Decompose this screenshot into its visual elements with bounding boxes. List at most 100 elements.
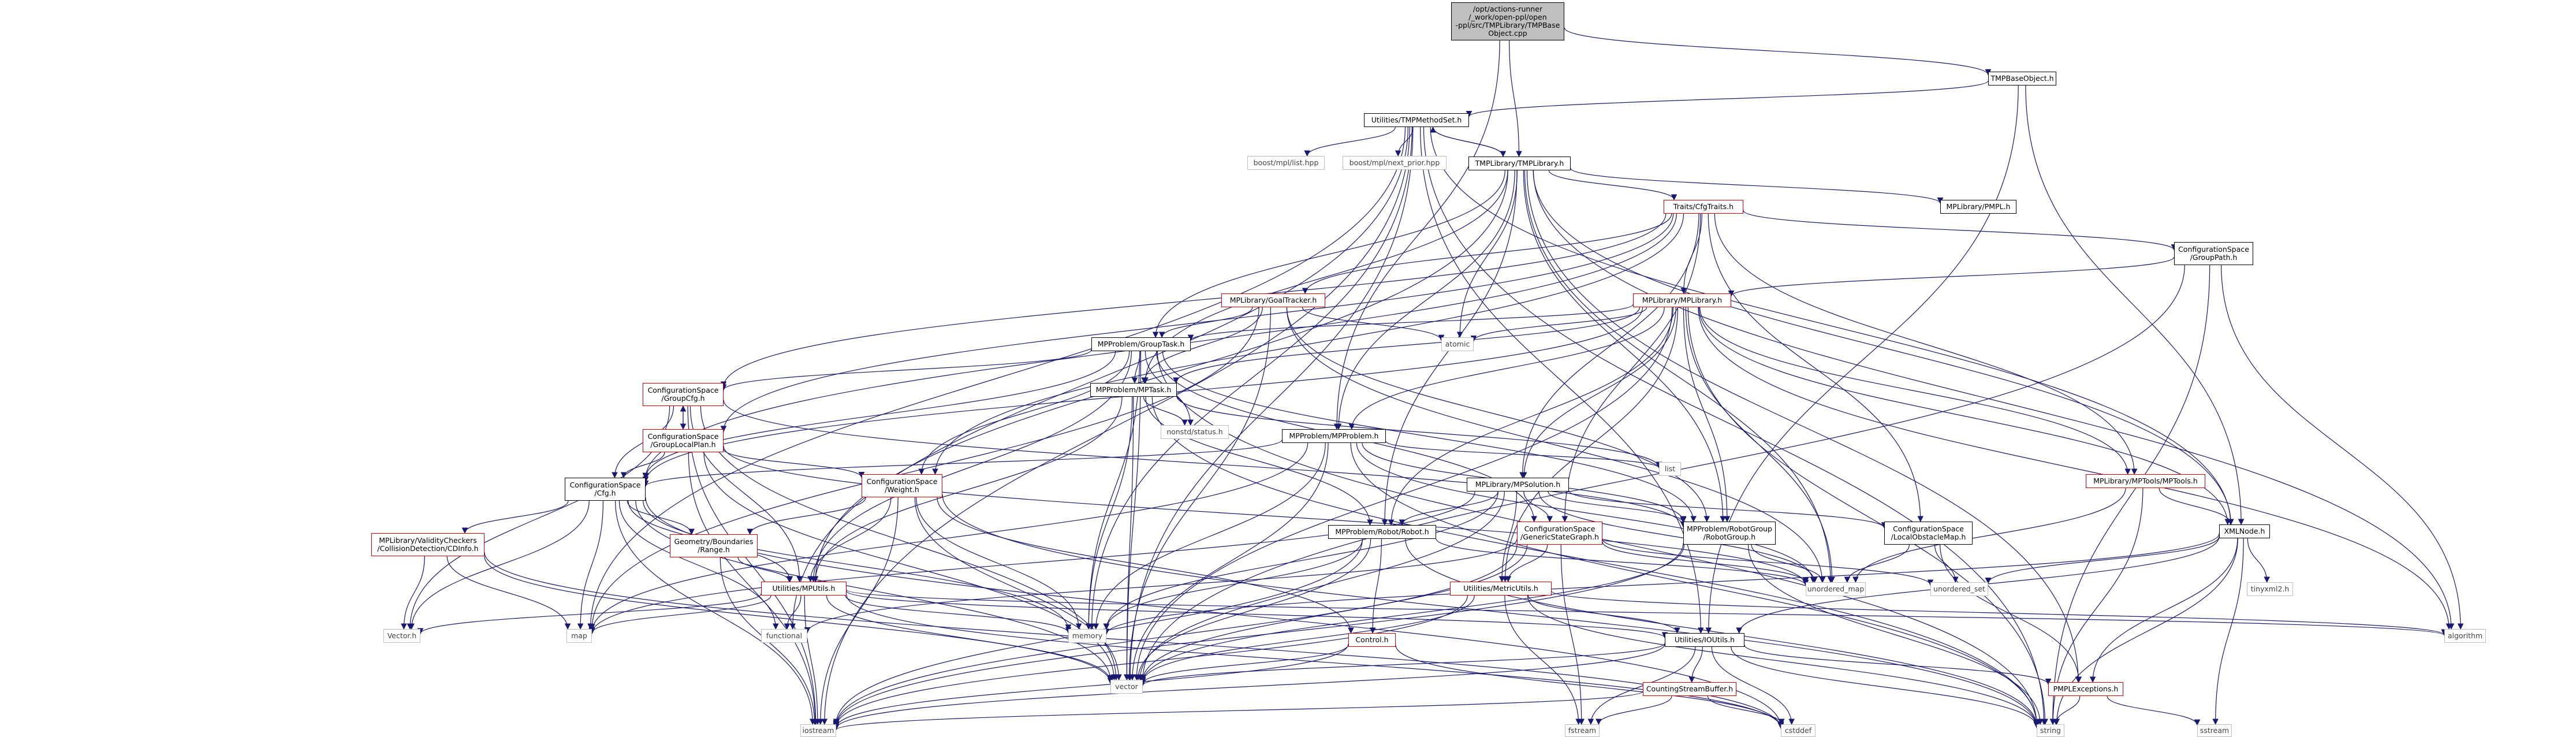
edge-mptask-to-memory <box>1085 396 1133 630</box>
edge-xmlnode-to-pmplexceptions <box>2089 538 2238 683</box>
node-mpproblem[interactable]: MPProblem/MPProblem.h <box>1282 429 1386 443</box>
edge-mptools-to-xmlnode <box>2159 487 2234 526</box>
edge-goaltracker-to-vector <box>1126 307 1272 681</box>
edge-genericstategraph-to-unordered_map <box>1602 541 1809 584</box>
node-range[interactable]: Geometry/Boundaries/Range.h <box>670 534 758 557</box>
node-vector[interactable]: vector <box>1110 680 1143 694</box>
edge-tmpmethodset-to-xmlnode <box>1430 126 2234 526</box>
edge-mptools-to-unordered_map <box>1852 487 2126 583</box>
edge-mpsolution-to-localobstaclemap <box>1568 490 1888 529</box>
node-grouptask[interactable]: MPProblem/GroupTask.h <box>1091 337 1191 351</box>
node-validity[interactable]: MPLibrary/ValidityCheckers/CollisionDete… <box>371 533 484 556</box>
node-label-line: MPLibrary/PMPL.h <box>1946 202 2011 211</box>
node-genericstategraph[interactable]: ConfigurationSpace/GenericStateGraph.h <box>1517 522 1602 545</box>
edge-grouptask-to-vector <box>1124 351 1142 681</box>
node-metricutils[interactable]: Utilities/MetricUtils.h <box>1450 582 1552 595</box>
node-mplibrary[interactable]: MPLibrary/MPLibrary.h <box>1633 293 1731 307</box>
node-grouplocalplan[interactable]: ConfigurationSpace/GroupLocalPlan.h <box>643 429 724 452</box>
node-label-line: CountingStreamBuffer.h <box>1646 684 1734 693</box>
node-label-line: MPLibrary/MPSolution.h <box>1475 480 1561 489</box>
node-label-line: Object.cpp <box>1488 29 1527 38</box>
node-grouppath[interactable]: ConfigurationSpace/GroupPath.h <box>2174 242 2253 265</box>
edge-genericstategraph-to-metricutils <box>1505 544 1548 583</box>
edge-mpsolution-to-metricutils <box>1498 491 1518 583</box>
edge-ioutils-to-string <box>1731 646 2040 728</box>
node-algorithm[interactable]: algorithm <box>2444 629 2486 643</box>
node-cfg[interactable]: ConfigurationSpace/Cfg.h <box>565 478 646 501</box>
node-robot[interactable]: MPProblem/Robot/Robot.h <box>1328 525 1436 539</box>
node-cfgtraits[interactable]: Traits/CfgTraits.h <box>1664 200 1743 214</box>
node-tmplibrary-h[interactable]: TMPLibrary/TMPLibrary.h <box>1468 157 1571 170</box>
node-label-line: memory <box>1072 631 1103 640</box>
edge-metricutils-to-algorithm <box>1551 590 2447 636</box>
node-control[interactable]: Control.h <box>1348 633 1396 647</box>
node-string[interactable]: string <box>2037 724 2064 737</box>
edge-localobstaclemap-to-unordered_map <box>1844 544 1910 583</box>
edge-genericstategraph-to-iostream <box>833 544 1518 727</box>
edge-goaltracker-to-robotgroup <box>1286 307 1710 523</box>
node-label-line: nonstd/status.h <box>1166 427 1223 436</box>
edge-mpproblem-to-vector <box>1129 442 1329 681</box>
edge-tmpmethodset-to-iostream <box>821 126 1410 725</box>
node-countingstreambuffer[interactable]: CountingStreamBuffer.h <box>1643 682 1736 696</box>
node-root: /opt/actions-runner/_work/open-ppl/open-… <box>1451 2 1564 40</box>
edge-tmpmethodset-to-memory <box>1088 126 1412 630</box>
node-tinyxml2[interactable]: tinyxml2.h <box>2247 582 2293 596</box>
edge-goaltracker-to-unordered_map <box>1286 307 1825 583</box>
node-goaltracker[interactable]: MPLibrary/GoalTracker.h <box>1221 293 1325 307</box>
node-pmplexceptions[interactable]: PMPLExceptions.h <box>2048 682 2123 696</box>
edge-cfg-to-map <box>577 500 604 630</box>
node-label-line: list <box>1664 464 1676 473</box>
node-cstddef[interactable]: cstddef <box>1781 724 1815 737</box>
node-mptools[interactable]: MPLibrary/MPTools/MPTools.h <box>2086 474 2205 488</box>
node-pmpl-h[interactable]: MPLibrary/PMPL.h <box>1940 200 2016 214</box>
node-fstream[interactable]: fstream <box>1565 724 1600 737</box>
node-unordered-set[interactable]: unordered_set <box>1930 582 1988 596</box>
node-sstream[interactable]: sstream <box>2197 724 2232 737</box>
edge-mpsolution-to-robotgroup <box>1548 491 1687 523</box>
node-atomic[interactable]: atomic <box>1441 337 1474 351</box>
node-label-line: Utilities/TMPMethodSet.h <box>1371 116 1462 124</box>
node-iostream[interactable]: iostream <box>800 724 836 737</box>
node-robotgroup[interactable]: MPProblem/RobotGroup/RobotGroup.h <box>1683 522 1776 545</box>
edge-grouppath-to-algorithm <box>2221 265 2464 630</box>
node-label-line: /GroupLocalPlan.h <box>650 440 716 449</box>
edge-xmlnode-to-unordered_set <box>1985 536 2220 584</box>
node-weight[interactable]: ConfigurationSpace/Weight.h <box>862 474 942 497</box>
edge-pmplexceptions-to-sstream <box>2107 695 2201 726</box>
edge-grouplocalplan-to-cfg <box>620 452 665 479</box>
edge-cfgtraits-to-grouppath <box>1743 210 2178 251</box>
node-groupcfg[interactable]: ConfigurationSpace/GroupCfg.h <box>643 383 724 406</box>
edge-pmplexceptions-to-string <box>2052 695 2081 725</box>
node-boost-next[interactable]: boost/mpl/next_prior.hpp <box>1343 156 1447 170</box>
node-label-line: Vector.h <box>387 631 417 640</box>
node-mptask[interactable]: MPProblem/MPTask.h <box>1090 383 1177 397</box>
node-nonstd[interactable]: nonstd/status.h <box>1161 425 1229 439</box>
node-mpsolution[interactable]: MPLibrary/MPSolution.h <box>1467 478 1569 492</box>
edge-cfgtraits-to-weight <box>932 213 1684 475</box>
node-memory[interactable]: memory <box>1068 629 1106 643</box>
node-localobstaclemap[interactable]: ConfigurationSpace/LocalObstacleMap.h <box>1884 522 1973 545</box>
edge-mputils-to-memory <box>845 595 1072 634</box>
edge-tmpbaseobject_h-to-xmlnode <box>2025 85 2245 526</box>
edge-countingstreambuffer-to-fstream <box>1595 695 1672 725</box>
node-label-line: ConfigurationSpace <box>1524 524 1595 533</box>
node-xmlnode[interactable]: XMLNode.h <box>2219 524 2270 538</box>
node-vector-h[interactable]: Vector.h <box>383 629 420 643</box>
node-tmpmethodset[interactable]: Utilities/TMPMethodSet.h <box>1364 113 1469 127</box>
node-tmpbaseobject-h[interactable]: TMPBaseObject.h <box>1988 72 2056 85</box>
edge-tmplibrary_h-to-grouptask <box>1152 170 1505 338</box>
node-ioutils[interactable]: Utilities/IOUtils.h <box>1665 633 1744 647</box>
node-label-line: /GenericStateGraph.h <box>1520 533 1599 541</box>
edge-localobstaclemap-to-unordered_set <box>1934 544 1959 583</box>
node-functional[interactable]: functional <box>761 629 807 643</box>
node-list[interactable]: list <box>1659 462 1681 476</box>
node-map[interactable]: map <box>566 629 592 643</box>
node-unordered-map[interactable]: unordered_map <box>1806 582 1866 596</box>
node-label-line: /Range.h <box>698 545 730 554</box>
node-boost-list[interactable]: boost/mpl/list.hpp <box>1247 156 1325 170</box>
node-mputils[interactable]: Utilities/MPUtils.h <box>761 582 847 595</box>
node-label-line: MPLibrary/ValidityCheckers <box>379 536 477 545</box>
edge-metricutils-to-iostream <box>833 595 1468 728</box>
edge-mputils-to-cstddef <box>846 594 1784 729</box>
